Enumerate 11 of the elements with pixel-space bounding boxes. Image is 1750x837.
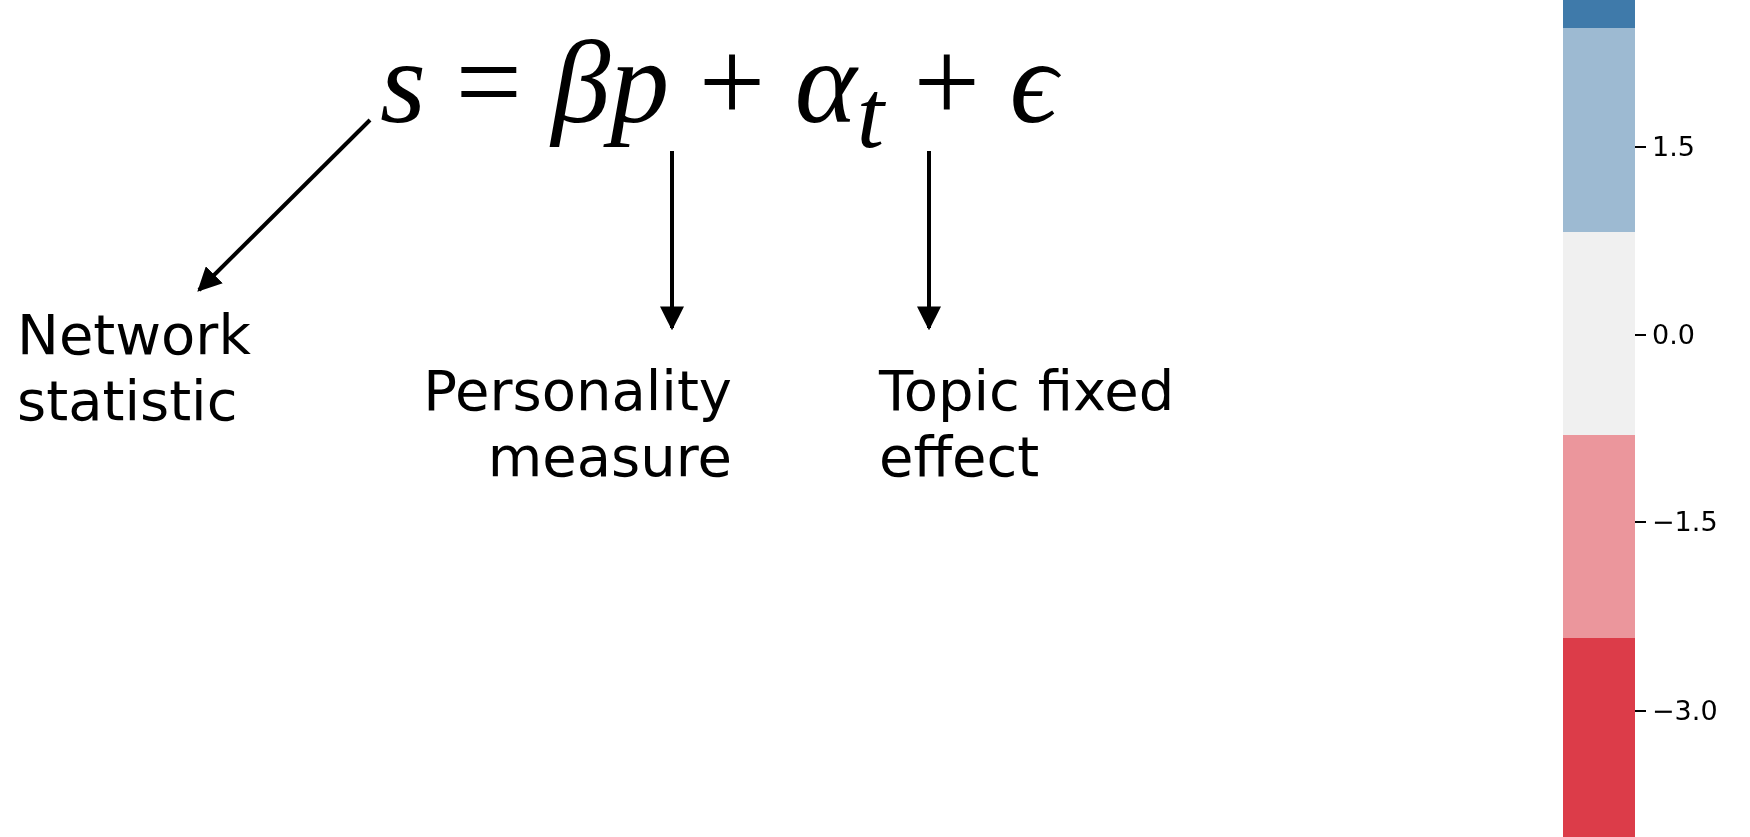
- annotation-text: Network statistic: [17, 302, 287, 434]
- annotation-text: Personality measure: [380, 358, 732, 490]
- tick-label: −3.0: [1652, 696, 1718, 726]
- arrow: [917, 151, 941, 331]
- tick-label: 0.0: [1652, 320, 1695, 350]
- tick-label: 1.5: [1652, 132, 1695, 162]
- tick-label: −1.5: [1652, 507, 1718, 537]
- equation-text: s = βp + α$_{t}$ + ϵ: [380, 18, 1170, 179]
- arrow: [660, 151, 684, 331]
- annotation-text: Topic fixed effect: [879, 358, 1259, 490]
- arrow: [197, 118, 372, 292]
